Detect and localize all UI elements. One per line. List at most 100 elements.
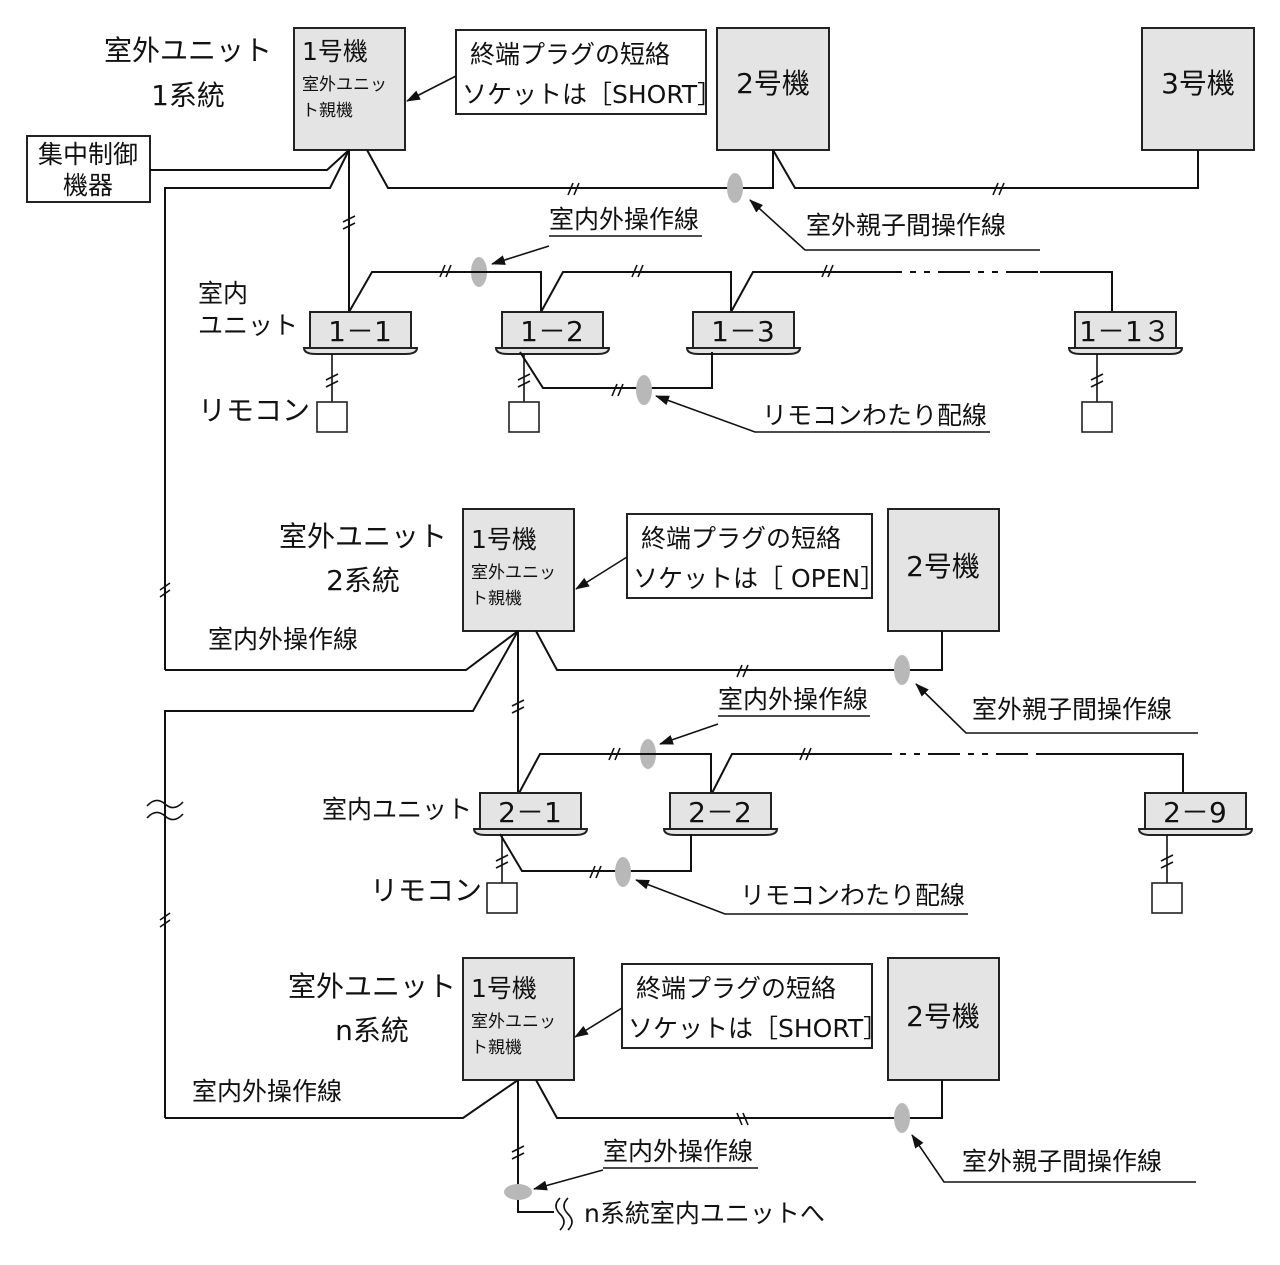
wire-break-symbol [146, 799, 184, 821]
wire-break-symbol [555, 1197, 573, 1231]
wire-trunk-to-s2 [165, 630, 519, 671]
wire-parent-child-s2 [535, 630, 943, 671]
systemn-master-sub1: 室外ユニッ [471, 1012, 556, 1032]
wire-indoor-s2-1 [517, 753, 712, 796]
indoor-unit: 2－2 [662, 792, 779, 836]
indoor-unit: 1－1 [302, 311, 419, 433]
tag-parent-child-wire-sn [894, 1103, 910, 1133]
system2-master-sub1: 室外ユニッ [471, 563, 556, 583]
system1-label-line1: 室外ユニット [104, 34, 272, 67]
system2-master-title: 1号機 [471, 525, 537, 554]
leader-arrow [749, 199, 1040, 251]
wire-remote-crossover-s2 [499, 833, 692, 872]
tick-mark [1090, 373, 1104, 388]
system2-callout-line1: 終端プラグの短絡 [641, 524, 841, 553]
tag-parent-child-wire-s2 [894, 655, 910, 685]
indoor-unit-body [669, 792, 772, 830]
wire-trunk-s2-to-sn [164, 630, 519, 1118]
indoor-unit-label: 2－1 [498, 796, 562, 829]
system2-remote-crossover-label: リモコンわたり配線 [740, 881, 965, 910]
indoor-unit-body [1074, 311, 1177, 349]
indoor-unit-body [479, 792, 582, 830]
system2-callout-line2: ソケットは［ OPEN］ [633, 564, 885, 593]
indoor-unit-label: 2－9 [1163, 796, 1227, 829]
system2-label-line1: 室外ユニット [279, 520, 447, 553]
indoor-unit-body [501, 311, 604, 349]
systemn-to-indoor-label: n系統室内ユニットへ [584, 1199, 825, 1228]
wire-trunk-to-sn [165, 1079, 519, 1119]
tick-marks-remote-s1 [611, 383, 624, 397]
remote-controller-icon [1081, 401, 1113, 433]
wire-indoor-s2-2 [710, 753, 860, 796]
wire-indoor-3 [730, 271, 870, 313]
system1-master-sub1: 室外ユニッ [302, 75, 387, 95]
system2-callout [626, 513, 873, 599]
system2-indoor-outdoor-wire-left: 室内外操作線 [208, 625, 358, 654]
wire-system-trunk [164, 149, 350, 670]
systemn-callout [621, 963, 873, 1049]
system1-unit3 [1141, 27, 1255, 151]
tag-remote-crossover-s1 [636, 375, 652, 405]
indoor-unit: 2－9 [1137, 792, 1254, 914]
systemn-unit2 [887, 957, 1000, 1081]
system2-unit2 [887, 508, 1000, 632]
system2-parent-child-wire-label: 室外親子間操作線 [972, 695, 1172, 724]
system1-remote-crossover-label: リモコンわたり配線 [762, 401, 987, 430]
indoor-unit-panel [662, 828, 779, 836]
tick-marks-remote-s2 [589, 865, 602, 879]
remote-controller-icon [486, 882, 518, 914]
system1-callout [455, 29, 707, 115]
system1-indoor-label-line2: ユニット [198, 311, 298, 340]
tick-marks-s1 [342, 182, 1005, 278]
tag-indoor-outdoor-wire-sn [504, 1184, 532, 1200]
system1-parent-child-wire-label: 室外親子間操作線 [806, 211, 1006, 240]
tick-mark [495, 854, 509, 869]
central-control-box [26, 135, 151, 203]
indoor-unit-label: 2－2 [688, 796, 752, 829]
remote-controller-icon [316, 401, 348, 433]
system2-label-line2: 2系統 [326, 564, 400, 597]
wire-parent-child-2-3 [772, 149, 1199, 189]
system1-indoor-outdoor-wire-label: 室内外操作線 [549, 205, 699, 234]
system1-master-sub2: ト親機 [302, 101, 353, 121]
systemn-callout-line1: 終端プラグの短絡 [636, 974, 836, 1003]
leader-arrow [915, 683, 1198, 734]
system-n: 室外ユニット n系統 室内外操作線 1号機 室外ユニッ ト親機 終端プラグの短絡… [165, 957, 1196, 1231]
wire-indoor-13 [1040, 271, 1113, 312]
tag-remote-crossover-s2 [615, 857, 631, 887]
system1-label-line2: 1系統 [151, 79, 225, 112]
central-control-line2: 機器 [63, 171, 113, 200]
leader-arrow [491, 245, 550, 265]
system1-unit3-label: 3号機 [1161, 67, 1235, 100]
system1-remote-label: リモコン [198, 394, 310, 427]
tick-marks-sn [511, 1112, 749, 1160]
system2-indoor-outdoor-wire-label: 室内外操作線 [718, 685, 868, 714]
system1-callout-arrow [406, 75, 457, 102]
tick-mark [1160, 854, 1174, 869]
system1-callout-line2: ソケットは［SHORT］ [462, 80, 722, 109]
wire-indoor-1 [348, 271, 542, 313]
indoor-unit-panel [494, 347, 611, 355]
indoor-unit: 1－1３ [1067, 311, 1184, 433]
systemn-indoor-outdoor-wire-label: 室内外操作線 [603, 1137, 753, 1166]
indoor-unit-label: 1－3 [711, 315, 775, 348]
systemn-master-sub2: ト親機 [471, 1038, 522, 1058]
wire-parent-child-1-2 [366, 149, 774, 189]
tag-parent-child-wire-s1 [727, 173, 743, 203]
systemn-indoor-outdoor-wire-left: 室内外操作線 [192, 1077, 342, 1106]
systemn-unit2-label: 2号機 [906, 1000, 980, 1033]
system2-unit2-label: 2号機 [906, 550, 980, 583]
systemn-parent-child-wire-label: 室外親子間操作線 [962, 1147, 1162, 1176]
leader-arrow [655, 395, 990, 433]
indoor-unit: 1－3 [685, 311, 802, 355]
leader-arrow [911, 1134, 1196, 1183]
system2-callout-arrow [575, 556, 628, 590]
system1-callout-line1: 終端プラグの短絡 [470, 40, 670, 69]
indoor-unit-label: 1－1 [328, 315, 392, 348]
indoor-unit-label: 1－1３ [1079, 315, 1171, 348]
system1-master-title: 1号機 [302, 37, 368, 66]
system-1: 室外ユニット 1系統 集中制御 機器 1号機 室外ユニッ ト親機 終端プラグの短… [26, 27, 1255, 670]
leader-arrow [635, 879, 968, 915]
remote-controller-icon [1151, 882, 1183, 914]
